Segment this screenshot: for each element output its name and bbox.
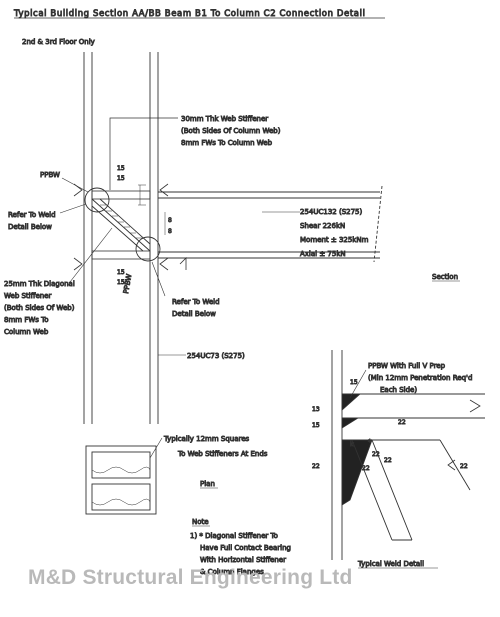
stiffener-leader bbox=[109, 117, 178, 190]
beam bbox=[158, 185, 383, 263]
notes-heading: Note bbox=[192, 518, 209, 526]
stiffener-note-1: 30mm Thk Web Stiffener bbox=[181, 115, 268, 123]
beam-moment: Moment ± 325kNm bbox=[300, 236, 369, 244]
weld-dim-13: 13 bbox=[312, 406, 320, 413]
diagonal-note-5: Column Web bbox=[4, 328, 49, 336]
weld-k: k bbox=[350, 441, 354, 448]
weld-dim-15: 15 bbox=[350, 379, 358, 386]
column-section bbox=[83, 52, 159, 424]
level-markers bbox=[73, 183, 187, 271]
diagonal-note-2: Web Stiffener bbox=[4, 292, 51, 300]
weld-arrows bbox=[447, 399, 481, 471]
refer-left-2: Detail Below bbox=[8, 223, 52, 231]
stiffener-note-2: (Both Sides Of Column Web) bbox=[181, 127, 281, 135]
refer-left-1: Refer To Weld bbox=[8, 211, 56, 219]
weld-dim-22c: 22 bbox=[372, 451, 380, 458]
note-line-3: With Horizontal Stiffener bbox=[200, 556, 286, 564]
weld-detail bbox=[331, 350, 485, 560]
refer-bottom-2: Detail Below bbox=[172, 310, 216, 318]
drawing-title: Typical Building Section AA/BB Beam B1 T… bbox=[13, 9, 366, 19]
svg-text:15: 15 bbox=[117, 175, 125, 182]
weld-detail-label: Typical Weld Detail bbox=[357, 560, 424, 568]
svg-text:8: 8 bbox=[168, 228, 172, 235]
ppbw-top: PPBW bbox=[40, 171, 60, 179]
ppbw-bottom: PPBW bbox=[122, 273, 133, 294]
plan-label: Plan bbox=[200, 480, 215, 488]
horizontal-stiffeners bbox=[91, 190, 151, 260]
diagonal-note-4: 8mm FWs To bbox=[4, 316, 49, 324]
svg-text:15: 15 bbox=[117, 269, 125, 276]
column-label: 254UC73 (S275) bbox=[187, 352, 245, 360]
company-watermark: M&D Structural Engineering Ltd bbox=[28, 566, 353, 589]
note-line-2: Have Full Contact Bearing bbox=[200, 544, 291, 552]
weld-dim-22d: 22 bbox=[384, 457, 392, 464]
svg-text:15: 15 bbox=[117, 165, 125, 172]
weld-dim-22f: 22 bbox=[460, 463, 468, 470]
refer-bottom-1: Refer To Weld bbox=[172, 298, 220, 306]
weld-dim-15b: 15 bbox=[312, 422, 320, 429]
diagonal-note-3: (Both Sides Of Web) bbox=[4, 304, 75, 312]
diagonal-note-1: 25mm Thk Diagonal bbox=[4, 280, 75, 288]
weld-note-1: PPBW With Full V Prep bbox=[368, 362, 446, 370]
weld-note-3: Each Side) bbox=[380, 386, 417, 394]
dim-mid: 8 8 bbox=[164, 212, 172, 235]
plan-note-2: To Web Stiffeners At Ends bbox=[177, 450, 268, 458]
beam-section: 254UC132 (S275) bbox=[300, 208, 362, 216]
section-view-label: Section bbox=[432, 273, 458, 281]
diagonal-stiffener bbox=[91, 198, 151, 252]
dim-low: 15 15 bbox=[117, 269, 126, 287]
plan-note-1: Typically 12mm Squares bbox=[163, 435, 250, 443]
weld-dim-22e: 22 bbox=[362, 465, 370, 472]
stiffener-note-3: 8mm FWs To Column Web bbox=[181, 139, 273, 147]
weld-callout-top bbox=[84, 187, 110, 213]
svg-text:8: 8 bbox=[168, 217, 172, 224]
weld-note-2: (Min 12mm Penetration Req'd bbox=[368, 374, 472, 382]
note-line-4: & Column Flanges bbox=[200, 568, 264, 576]
dim-top: 15 15 bbox=[117, 165, 146, 206]
weld-dim-22a: 22 bbox=[398, 419, 406, 426]
weld-dim-22b: 22 bbox=[312, 463, 320, 470]
weld-callout-bottom bbox=[135, 236, 161, 262]
note-line-1: 1) * Diagonal Stiffener To bbox=[190, 532, 278, 540]
beam-shear: Shear 226kN bbox=[300, 222, 345, 230]
plan-view bbox=[85, 445, 157, 515]
beam-axial: Axial ± 75kN bbox=[300, 250, 346, 258]
svg-text:15: 15 bbox=[117, 279, 125, 286]
weld-star: * bbox=[368, 438, 372, 446]
drawing-subtitle: 2nd & 3rd Floor Only bbox=[22, 38, 95, 46]
